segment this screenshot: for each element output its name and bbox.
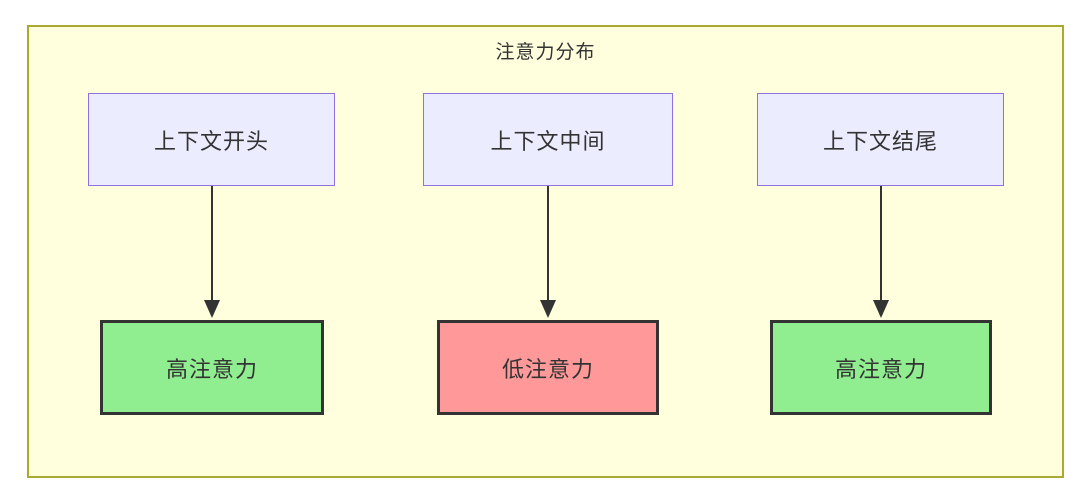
node-context-end: 上下文结尾	[757, 93, 1004, 186]
attention-distribution-group: 注意力分布 上下文开头 上下文中间 上下文结尾 高注意力 低注意力 高注意力	[27, 25, 1064, 478]
node-context-middle: 上下文中间	[423, 93, 673, 186]
node-high-attention-right: 高注意力	[770, 320, 992, 415]
node-high-attention-left: 高注意力	[100, 320, 324, 415]
node-context-beginning: 上下文开头	[88, 93, 335, 186]
node-low-attention-middle: 低注意力	[437, 320, 659, 415]
diagram-title: 注意力分布	[495, 41, 596, 63]
